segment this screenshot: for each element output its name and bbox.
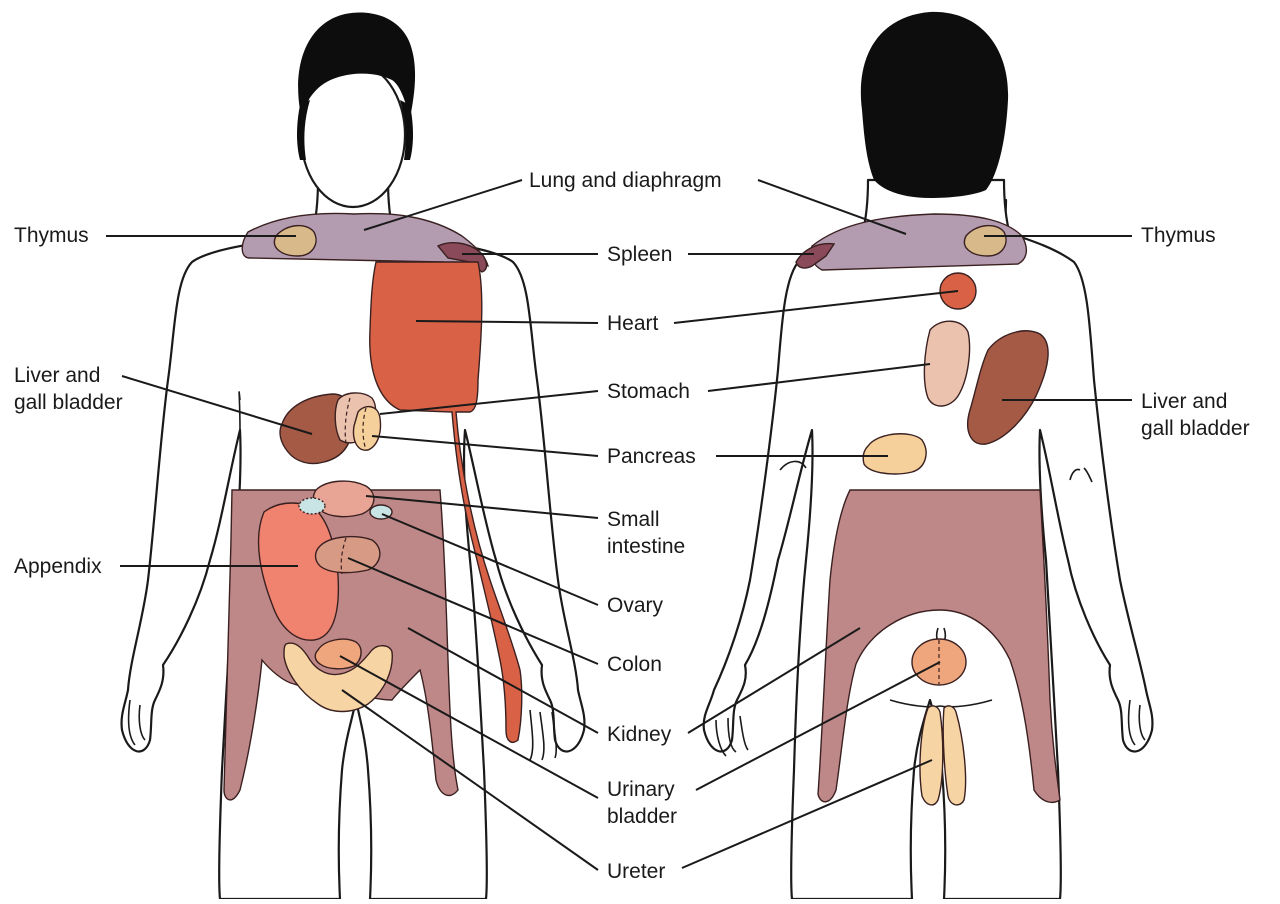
labels: Thymus Liver and gall bladder Appendix L…: [14, 169, 1250, 883]
posterior-thymus-region: [963, 225, 1007, 257]
posterior-hair: [860, 11, 1009, 199]
anterior-right-fingers: [529, 709, 558, 761]
posterior-elbow-left: [779, 460, 807, 471]
label-stomach: Stomach: [607, 380, 690, 403]
posterior-pancreas-region: [862, 433, 927, 475]
leader-kidney-anterior: [407, 627, 599, 734]
posterior-liver-region: [967, 330, 1049, 445]
leader-kidney-posterior: [687, 627, 861, 734]
posterior-left-fingers: [715, 715, 749, 757]
posterior-ureter-region: [919, 705, 944, 806]
leader-urinary-bladder-anterior: [339, 655, 599, 799]
leader-urinary-bladder-posterior: [695, 661, 941, 791]
anterior-pancreas-region: [352, 405, 382, 451]
label-appendix: Appendix: [14, 555, 102, 578]
label-liver-right-line1: Liver and: [1141, 390, 1227, 413]
leader-ovary-anterior: [381, 513, 599, 606]
posterior-elbow-right: [1069, 467, 1093, 483]
label-small-intestine-line2: intestine: [607, 535, 685, 558]
leader-ureter-anterior: [341, 689, 599, 871]
label-lung-and-diaphragm: Lung and diaphragm: [529, 169, 722, 192]
label-small-intestine-line1: Small: [607, 508, 660, 531]
posterior-ureter-region-right: [942, 705, 967, 806]
label-liver-left-line1: Liver and: [14, 364, 100, 387]
label-urinary-bladder-line1: Urinary: [607, 778, 675, 801]
anterior-torso-line-left: [238, 391, 241, 431]
label-liver-right-line2: gall bladder: [1141, 417, 1250, 440]
leader-small-intestine-anterior: [365, 495, 599, 519]
anterior-hair-side-left: [297, 100, 310, 160]
leader-ureter-posterior: [681, 759, 933, 869]
label-urinary-bladder-line2: bladder: [607, 805, 677, 828]
leader-lines: [106, 179, 1132, 871]
leader-lung-anterior: [363, 179, 523, 231]
posterior-kidney-region: [817, 489, 1061, 804]
label-pancreas: Pancreas: [607, 445, 696, 468]
leader-pancreas-anterior: [371, 435, 599, 457]
anterior-stomach-divider: [344, 397, 351, 445]
anterior-ureter-region: [283, 642, 393, 713]
leader-colon-anterior: [347, 557, 599, 665]
leader-lung-posterior: [757, 179, 907, 235]
label-spleen: Spleen: [607, 243, 672, 266]
anterior-hair: [298, 12, 416, 118]
posterior-figure: [702, 11, 1154, 901]
posterior-stomach-region: [923, 320, 971, 407]
posterior-right-fingers: [1127, 699, 1146, 746]
anterior-thymus-region: [273, 225, 317, 257]
label-colon: Colon: [607, 653, 662, 676]
anterior-liver-region: [279, 393, 354, 465]
leader-stomach-posterior: [707, 363, 931, 392]
leader-liver-left: [121, 375, 313, 435]
label-heart: Heart: [607, 312, 659, 335]
leader-heart-posterior: [673, 290, 959, 324]
label-kidney: Kidney: [607, 723, 672, 746]
posterior-spleen-region: [795, 242, 836, 269]
anterior-colon-divider: [340, 537, 347, 575]
leader-heart-anterior: [415, 320, 599, 324]
posterior-buttock-fold: [889, 699, 993, 708]
label-thymus-left: Thymus: [14, 224, 89, 247]
label-thymus-right: Thymus: [1141, 224, 1216, 247]
label-liver-left-line2: gall bladder: [14, 391, 123, 414]
label-ovary: Ovary: [607, 594, 664, 617]
anterior-figure: [120, 12, 586, 901]
anterior-ovary-left-region: [298, 497, 326, 515]
label-ureter: Ureter: [607, 860, 665, 883]
anterior-left-fingers: [127, 699, 146, 746]
anterior-heart-region: [369, 261, 523, 743]
anterior-pancreas-divider: [362, 407, 367, 451]
leader-stomach-anterior: [379, 390, 599, 415]
anterior-hair-side-right: [400, 100, 413, 160]
